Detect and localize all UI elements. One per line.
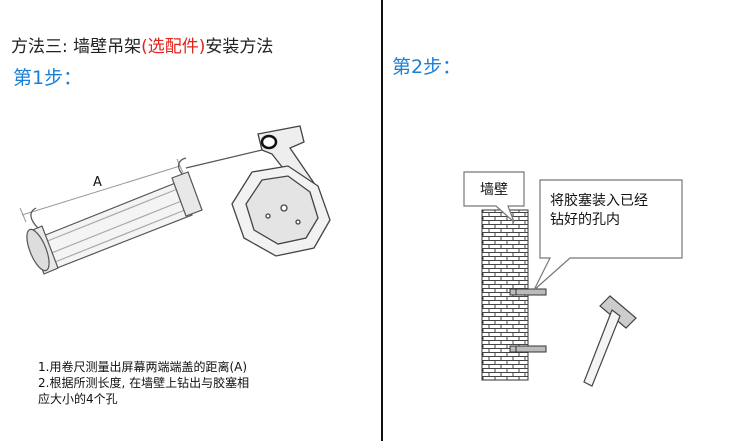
title-suffix: 安装方法 [205,37,274,57]
anchor-top [509,288,547,296]
left-panel: 方法三: 墙壁吊架(选配件)安装方法 第1步： [11,32,331,407]
anchor-bottom [509,345,547,353]
step-1-label: 第1步： [13,67,83,89]
hammer-icon [583,295,637,387]
instructions: 1.用卷尺测量出屏幕两端端盖的距离(A) 2.根据所测长度, 在墙壁上钻出与胶塞… [38,359,328,407]
title-prefix: 方法三: 墙壁吊架 [11,37,142,57]
right-panel: 第2步： 墙壁 将胶塞装入已经 钻好的孔内 [384,0,750,441]
callout-line: 钻好的孔内 [550,212,620,228]
instruction-line: 应大小的4个孔 [38,392,118,406]
step-1-illustration [19,125,331,275]
section-title: 方法三: 墙壁吊架(选配件)安装方法 [11,32,273,57]
panel-divider [381,0,383,441]
wall-label: 墙壁 [480,182,508,198]
dimension-label-a: A [93,175,102,190]
step-2-label: 第2步： [392,56,462,78]
instruction-line: 2.根据所测长度, 在墙壁上钻出与胶塞相 [38,376,250,390]
step-2-illustration [463,171,683,387]
cable-line [185,149,263,169]
wall-label-callout [463,171,525,223]
callout-line: 将胶塞装入已经 [550,193,648,209]
screen-tube [26,157,203,275]
instruction-callout [533,179,683,291]
callout-text: 将胶塞装入已经 钻好的孔内 [550,192,690,230]
dimension-line-a [19,158,184,223]
instruction-line: 1.用卷尺测量出屏幕两端端盖的距离(A) [38,360,248,374]
wall-bracket [231,125,331,257]
title-highlight: (选配件) [141,37,206,57]
